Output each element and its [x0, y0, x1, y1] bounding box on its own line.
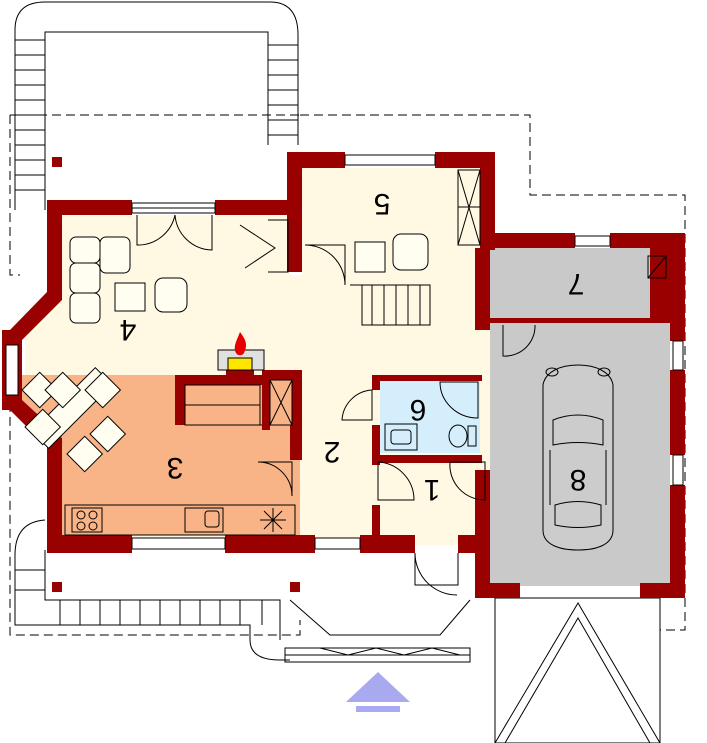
pergola-bottom: [14, 519, 300, 661]
kitchen-floor: [20, 375, 300, 535]
entrance-arrow-icon: [346, 672, 410, 712]
entrance-porch: [284, 599, 471, 663]
room-label-6: 6: [410, 393, 427, 426]
room-labels: 1 2 3 4 5 6 7 8: [120, 187, 587, 506]
pergola-top: [14, 1, 299, 210]
fireplace-icon: [217, 332, 265, 371]
doors: [136, 214, 536, 596]
shower-icon: [439, 381, 479, 419]
washbasin-icon: [384, 423, 418, 451]
fridge-icon: [260, 508, 286, 532]
room-label-4: 4: [120, 313, 137, 346]
room-label-2: 2: [324, 435, 341, 468]
room-label-8: 8: [570, 463, 587, 496]
carport: [494, 597, 661, 743]
toilet-icon: [448, 424, 477, 448]
sink-icon: [184, 507, 224, 533]
bathroom-floor: [380, 380, 480, 453]
furniture: [21, 169, 667, 536]
room-label-1: 1: [424, 473, 441, 506]
room-label-3: 3: [167, 451, 184, 484]
stove-icon: [71, 507, 103, 533]
room-label-5: 5: [374, 187, 391, 220]
car-icon: [542, 364, 614, 551]
room-label-7: 7: [568, 267, 585, 300]
stairs: [350, 284, 431, 326]
